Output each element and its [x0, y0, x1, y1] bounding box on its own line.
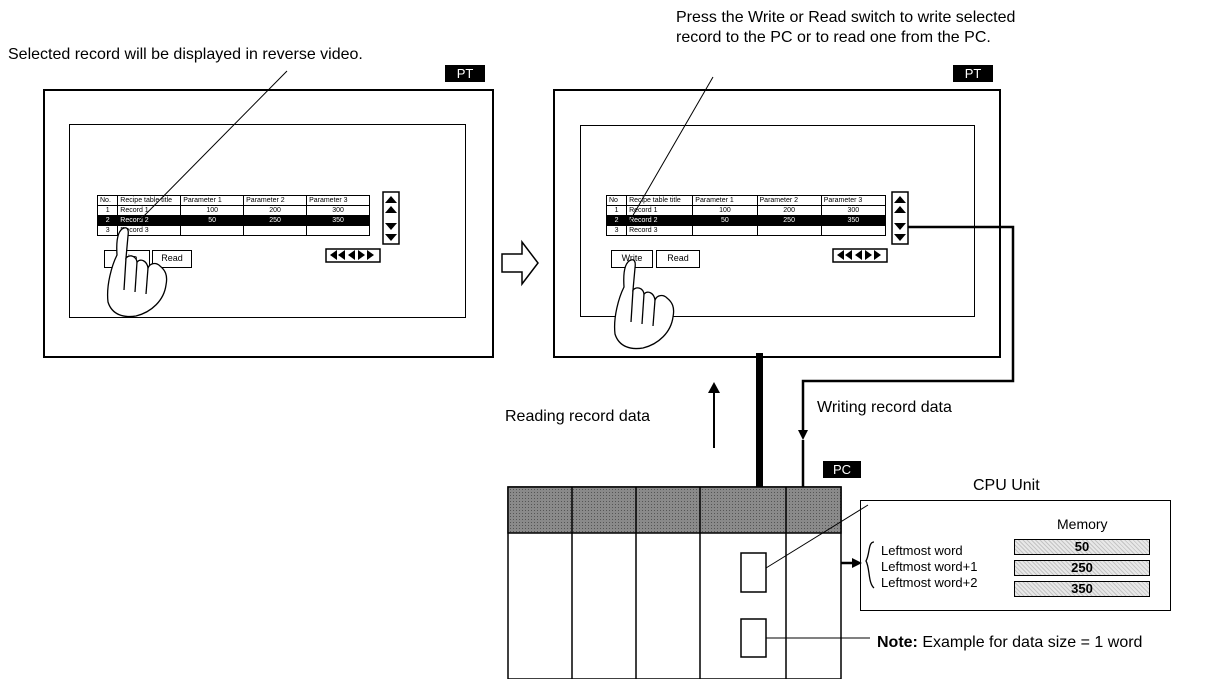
col-header-title: Recipe table title: [117, 195, 182, 206]
table-row-selected[interactable]: 2 Record 2 50 250 350: [605, 215, 887, 226]
row-p2: [756, 225, 822, 236]
row-p2: 200: [243, 205, 308, 216]
row-name: Record 1: [626, 205, 694, 216]
memory-cell: 250: [1014, 560, 1150, 576]
col-header-param1: Parameter 1: [180, 195, 245, 206]
row-p3: 300: [820, 205, 887, 216]
row-p2: 250: [756, 215, 822, 226]
write-button[interactable]: Write: [611, 250, 653, 268]
table-row-selected[interactable]: 2 Record 2 50 250 350: [96, 215, 370, 226]
col-header-param1: Parameter 1: [692, 195, 758, 206]
row-p1: 100: [180, 205, 245, 216]
col-header-param3: Parameter 3: [306, 195, 370, 206]
plc-rack: [507, 486, 842, 679]
row-p3: 350: [306, 215, 370, 226]
memory-title: Memory: [1057, 516, 1108, 532]
row-no: 2: [605, 215, 628, 226]
pc-tag: PC: [823, 461, 861, 478]
writing-path-to-memory: [801, 440, 855, 565]
row-no: 1: [96, 205, 119, 216]
col-header-no: No.: [96, 195, 119, 206]
row-no: 3: [96, 225, 119, 236]
reading-label: Reading record data: [505, 408, 650, 425]
transition-arrow-icon: [501, 239, 539, 287]
memory-cell: 50: [1014, 539, 1150, 555]
row-p3: [820, 225, 887, 236]
write-button[interactable]: Write: [104, 250, 150, 268]
pt-tag-left: PT: [445, 65, 485, 82]
col-header-no: No: [605, 195, 628, 206]
row-p3: 300: [306, 205, 370, 216]
writing-arrow-icon: [798, 430, 808, 440]
memory-cell: 350: [1014, 581, 1150, 597]
writing-label: Writing record data: [817, 399, 952, 416]
row-p1: 100: [692, 205, 758, 216]
memory-label: Leftmost word+1: [881, 559, 978, 574]
col-header-param2: Parameter 2: [756, 195, 822, 206]
table-row[interactable]: 1 Record 1 100 200 300: [96, 205, 370, 216]
table-row[interactable]: 3 Record 3: [96, 225, 370, 236]
recipe-table-left: No. Recipe table title Parameter 1 Param…: [96, 195, 370, 236]
row-p2: [243, 225, 308, 236]
row-p3: [306, 225, 370, 236]
row-name: Record 2: [117, 215, 182, 226]
note-text: Example for data size = 1 word: [922, 634, 1143, 651]
table-row[interactable]: 3 Record 3: [605, 225, 887, 236]
recipe-table-right: No Recipe table title Parameter 1 Parame…: [605, 195, 887, 236]
row-no: 2: [96, 215, 119, 226]
row-p2: 250: [243, 215, 308, 226]
col-header-param2: Parameter 2: [243, 195, 308, 206]
note: Note: Example for data size = 1 word: [877, 633, 1142, 652]
caption-right: Press the Write or Read switch to write …: [676, 9, 1016, 46]
row-name: Record 3: [626, 225, 694, 236]
rack-pointer-line: [765, 504, 869, 569]
col-header-param3: Parameter 3: [820, 195, 887, 206]
memory-label: Leftmost word: [881, 543, 963, 558]
row-name: Record 1: [117, 205, 182, 216]
read-button[interactable]: Read: [656, 250, 700, 268]
table-row[interactable]: 1 Record 1 100 200 300: [605, 205, 887, 216]
pt-display-right: [580, 125, 975, 317]
row-no: 3: [605, 225, 628, 236]
pt-pc-cable: [756, 353, 763, 580]
row-name: Record 3: [117, 225, 182, 236]
pt-tag-right: PT: [953, 65, 993, 82]
row-p1: 50: [692, 215, 758, 226]
row-p2: 200: [756, 205, 822, 216]
memory-label: Leftmost word+2: [881, 575, 978, 590]
row-no: 1: [605, 205, 628, 216]
row-name: Record 2: [626, 215, 694, 226]
cpu-title: CPU Unit: [973, 477, 1040, 494]
caption-left: Selected record will be displayed in rev…: [8, 46, 363, 63]
row-p1: [180, 225, 245, 236]
note-bold: Note:: [877, 634, 918, 651]
row-p3: 350: [820, 215, 887, 226]
col-header-title: Recipe table title: [626, 195, 694, 206]
pt-screen-right: [553, 89, 1001, 358]
row-p1: [692, 225, 758, 236]
row-p1: 50: [180, 215, 245, 226]
read-button[interactable]: Read: [152, 250, 192, 268]
